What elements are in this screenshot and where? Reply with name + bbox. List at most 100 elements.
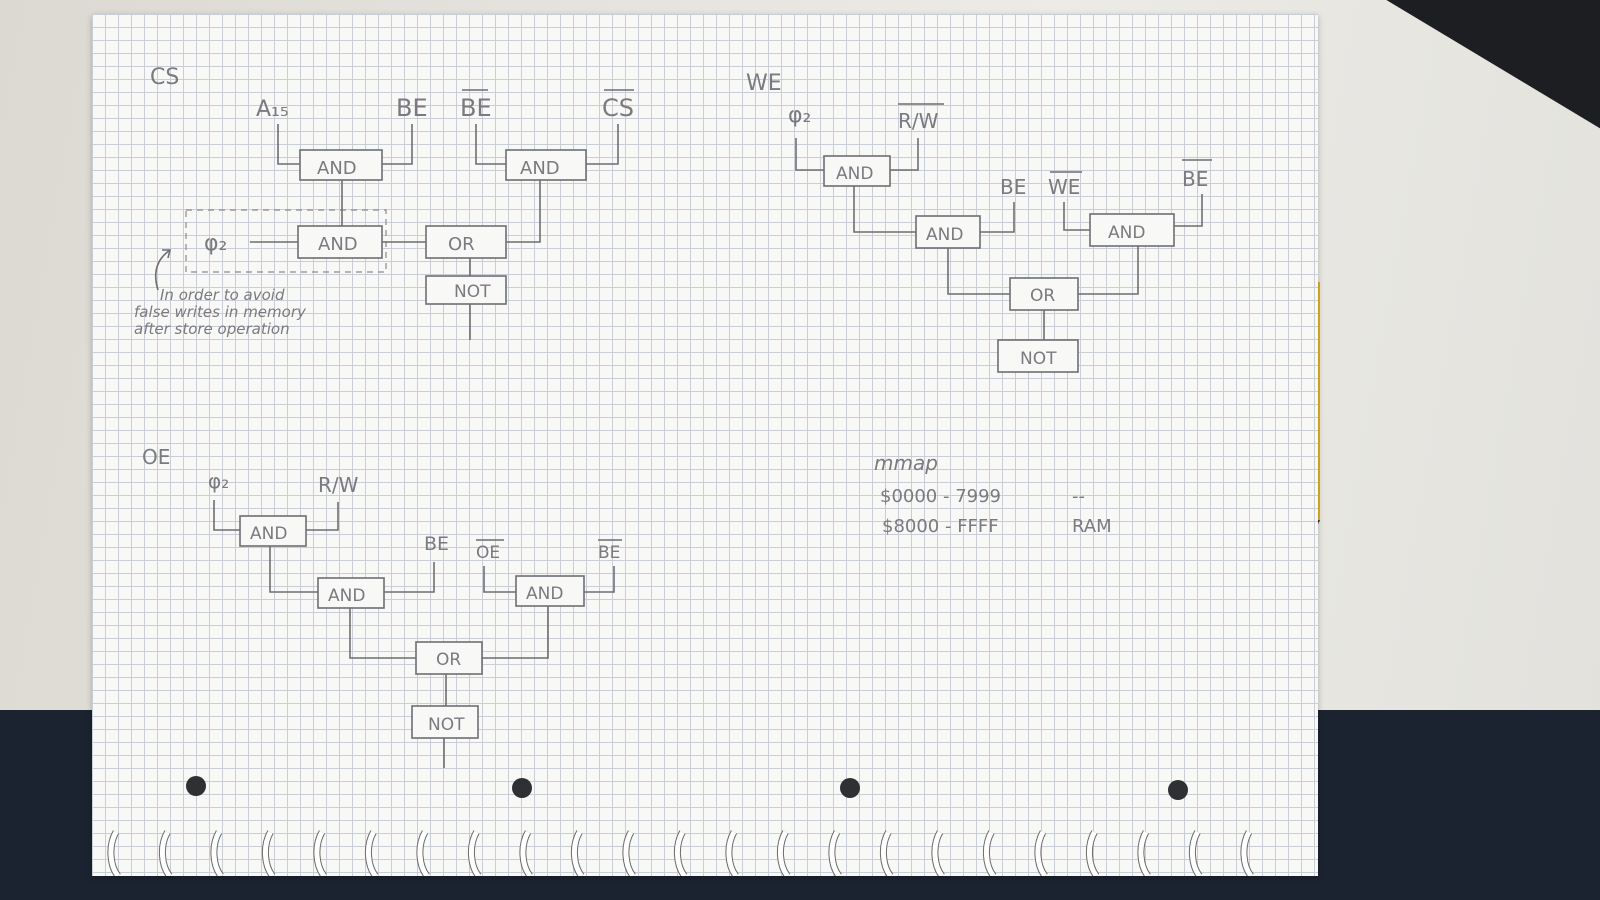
oe-or-label: OR xyxy=(436,650,461,670)
spiral-binding xyxy=(107,830,1254,876)
we-and-gate-3 xyxy=(1089,213,1175,247)
mmap-row-1-range: $0000 - 7999 xyxy=(880,486,1001,507)
cs-and-label-2: AND xyxy=(520,158,560,179)
spiral-coil xyxy=(675,830,687,876)
cs-wire-cs-bar xyxy=(586,124,619,165)
spiral-coil xyxy=(1087,830,1099,876)
cs-and-gate-1 xyxy=(299,149,383,181)
cs-note-line-1: In order to avoid xyxy=(160,286,285,304)
we-wire-rw-bar xyxy=(890,138,919,171)
notebook-page: CS A₁₅ BE BE CS AND AND φ₂ AND OR NOT xyxy=(92,14,1318,876)
spiral-coil xyxy=(211,830,224,876)
we-and-label-1: AND xyxy=(836,164,873,184)
we-circuit: WE φ₂ R/W AND BE WE BE AND AND OR NOT xyxy=(746,71,1212,373)
cs-and-label-1: AND xyxy=(317,158,357,179)
oe-input-rw: R/W xyxy=(318,473,359,497)
oe-not-gate xyxy=(411,705,479,739)
mmap-row-2-device: RAM xyxy=(1072,516,1112,537)
oe-and-label-1: AND xyxy=(250,524,287,544)
punch-hole xyxy=(1168,780,1188,800)
spiral-coil xyxy=(829,830,842,876)
spiral-coil xyxy=(1035,830,1048,876)
we-or-label: OR xyxy=(1030,286,1055,306)
cs-title: CS xyxy=(150,65,179,90)
oe-input-oe-bar: OE xyxy=(476,543,500,563)
cs-circuit: CS A₁₅ BE BE CS AND AND φ₂ AND OR NOT xyxy=(134,65,634,340)
spiral-coil xyxy=(160,830,172,876)
oe-input-be: BE xyxy=(424,533,449,555)
cs-dashed-highlight xyxy=(185,209,387,273)
oe-input-be-bar: BE xyxy=(598,543,620,563)
spiral-coil xyxy=(1241,830,1254,876)
cs-note-arrowhead xyxy=(162,249,172,259)
we-wire-we-bar xyxy=(1063,202,1090,231)
cs-not-gate xyxy=(425,275,507,305)
we-input-phi2: φ₂ xyxy=(788,103,811,128)
we-and-gate-2 xyxy=(915,215,981,249)
memory-map: mmap $0000 - 7999 -- $8000 - FFFF RAM xyxy=(874,451,1112,537)
spiral-coil xyxy=(932,830,945,876)
we-and-gate-1 xyxy=(823,155,891,187)
oe-circuit: OE φ₂ R/W AND BE OE BE AND AND OR NOT xyxy=(142,445,622,768)
spiral-coil xyxy=(366,830,378,876)
we-wire-phi2 xyxy=(795,138,824,171)
spiral-coil xyxy=(984,830,996,876)
oe-wire-be xyxy=(384,562,435,593)
spiral-coil xyxy=(417,830,430,876)
spiral-coil xyxy=(1190,830,1202,876)
we-input-be-bar: BE xyxy=(1182,167,1208,191)
punch-hole xyxy=(840,778,860,798)
oe-wire-and2-out xyxy=(349,608,416,659)
oe-wire-rw xyxy=(306,502,339,531)
we-input-be: BE xyxy=(1000,175,1026,199)
we-and-label-3: AND xyxy=(1108,223,1145,243)
cs-and-gate-3 xyxy=(297,225,383,259)
spiral-coil xyxy=(263,830,275,876)
cs-wire-and2-out xyxy=(506,180,541,243)
spiral-coil xyxy=(778,830,790,876)
mmap-title: mmap xyxy=(874,451,938,475)
we-not-gate xyxy=(997,339,1079,373)
cs-input-be-bar: BE xyxy=(460,94,492,122)
mmap-row-2-range: $8000 - FFFF xyxy=(882,516,999,537)
oe-wire-and3-out xyxy=(482,606,549,659)
we-input-we-bar: WE xyxy=(1048,175,1080,199)
we-wire-be-bar xyxy=(1174,194,1203,227)
cs-not-label: NOT xyxy=(454,282,491,302)
we-not-label: NOT xyxy=(1020,349,1057,369)
cs-input-cs-bar: CS xyxy=(602,94,634,122)
we-wire-and2-out xyxy=(947,248,1010,295)
oe-and-gate-2 xyxy=(317,577,385,609)
cs-note-line-2: false writes in memory xyxy=(134,303,307,321)
cs-wire-be-bar xyxy=(475,124,506,165)
cs-note-arrow xyxy=(154,249,171,291)
mmap-row-1-device: -- xyxy=(1072,486,1085,507)
oe-and-label-3: AND xyxy=(526,584,563,604)
cs-and-label-3: AND xyxy=(318,234,358,255)
schematic-drawing: CS A₁₅ BE BE CS AND AND φ₂ AND OR NOT xyxy=(107,65,1254,876)
we-wire-be xyxy=(980,202,1015,233)
punch-hole xyxy=(512,778,532,798)
spiral-coil xyxy=(314,830,327,876)
punch-hole xyxy=(186,776,206,796)
spiral-coil xyxy=(108,830,121,876)
cs-input-phi2: φ₂ xyxy=(204,231,227,256)
oe-not-label: NOT xyxy=(428,715,465,735)
oe-wire-be-bar xyxy=(584,566,615,593)
spiral-coil xyxy=(572,830,584,876)
oe-wire-and1-out xyxy=(269,546,318,593)
spiral-coil xyxy=(469,830,481,876)
oe-input-phi2: φ₂ xyxy=(208,469,229,493)
oe-wire-phi2 xyxy=(213,500,240,531)
oe-and-gate-3 xyxy=(515,575,585,607)
oe-or-gate xyxy=(415,641,483,675)
cs-and-gate-2 xyxy=(505,149,587,181)
spiral-coil xyxy=(881,830,893,876)
oe-title: OE xyxy=(142,445,170,469)
oe-wire-oe-bar xyxy=(483,566,516,593)
oe-and-gate-1 xyxy=(239,515,307,547)
oe-and-label-2: AND xyxy=(328,586,365,606)
cs-or-gate xyxy=(425,225,507,259)
spiral-coil xyxy=(623,830,636,876)
spiral-coil xyxy=(726,830,739,876)
